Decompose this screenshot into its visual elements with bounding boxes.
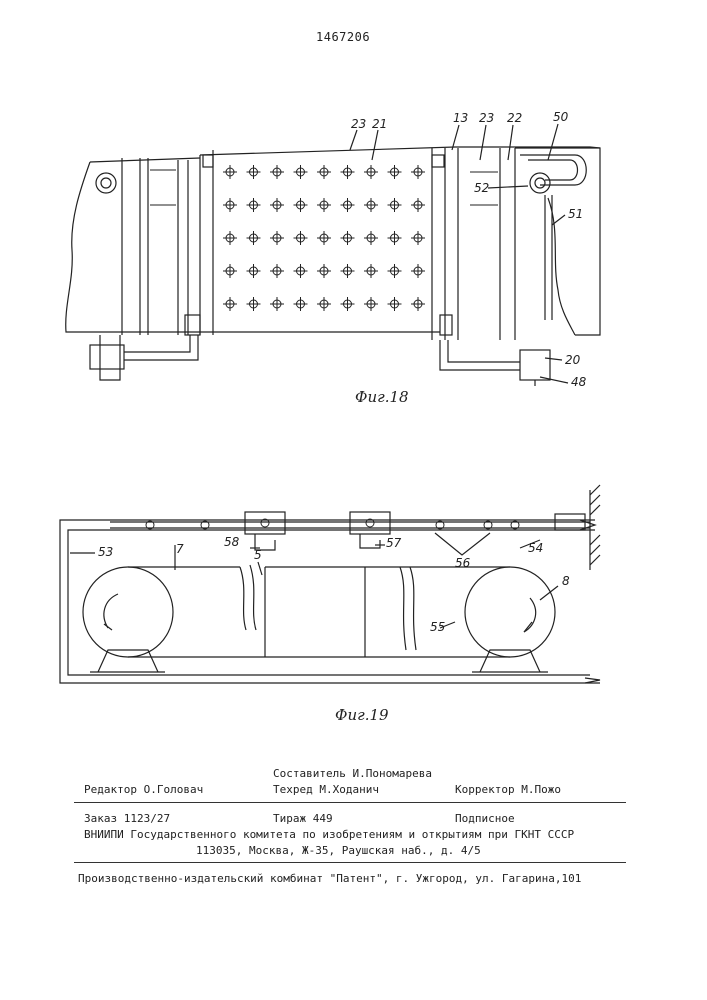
fig18-label-48: 48 <box>571 375 587 389</box>
fig18-label-23a: 23 <box>351 117 366 131</box>
fig18-label-51: 51 <box>568 207 583 221</box>
fig18-label-20: 20 <box>565 353 581 367</box>
fig18-label-13: 13 <box>453 111 468 125</box>
fig18-label-21: 21 <box>372 117 387 131</box>
figure-19-caption: Фиг.19 <box>335 706 389 724</box>
circulation-line: Тираж 449 <box>273 812 333 825</box>
organization-line: ВНИИПИ Государственного комитета по изоб… <box>84 828 574 841</box>
editor-line: Редактор О.Головач <box>84 783 203 796</box>
figure-18-caption: Фиг.18 <box>355 388 409 406</box>
compiler-line: Составитель И.Пономарева <box>273 767 432 780</box>
corrector-line: Корректор М.Пожо <box>455 783 561 796</box>
fig18-label-22: 22 <box>507 111 522 125</box>
fig18-label-23b: 23 <box>479 111 494 125</box>
divider <box>74 802 626 803</box>
fig18-label-52: 52 <box>474 181 489 195</box>
order-line: Заказ 1123/27 <box>84 812 170 825</box>
address-line: 113035, Москва, Ж-35, Раушская наб., д. … <box>196 844 481 857</box>
techred-line: Техред М.Ходанич <box>273 783 379 796</box>
fig18-label-50: 50 <box>553 110 569 124</box>
divider <box>74 862 626 863</box>
printer-line: Производственно-издательский комбинат "П… <box>78 872 581 885</box>
subscription-line: Подписное <box>455 812 515 825</box>
